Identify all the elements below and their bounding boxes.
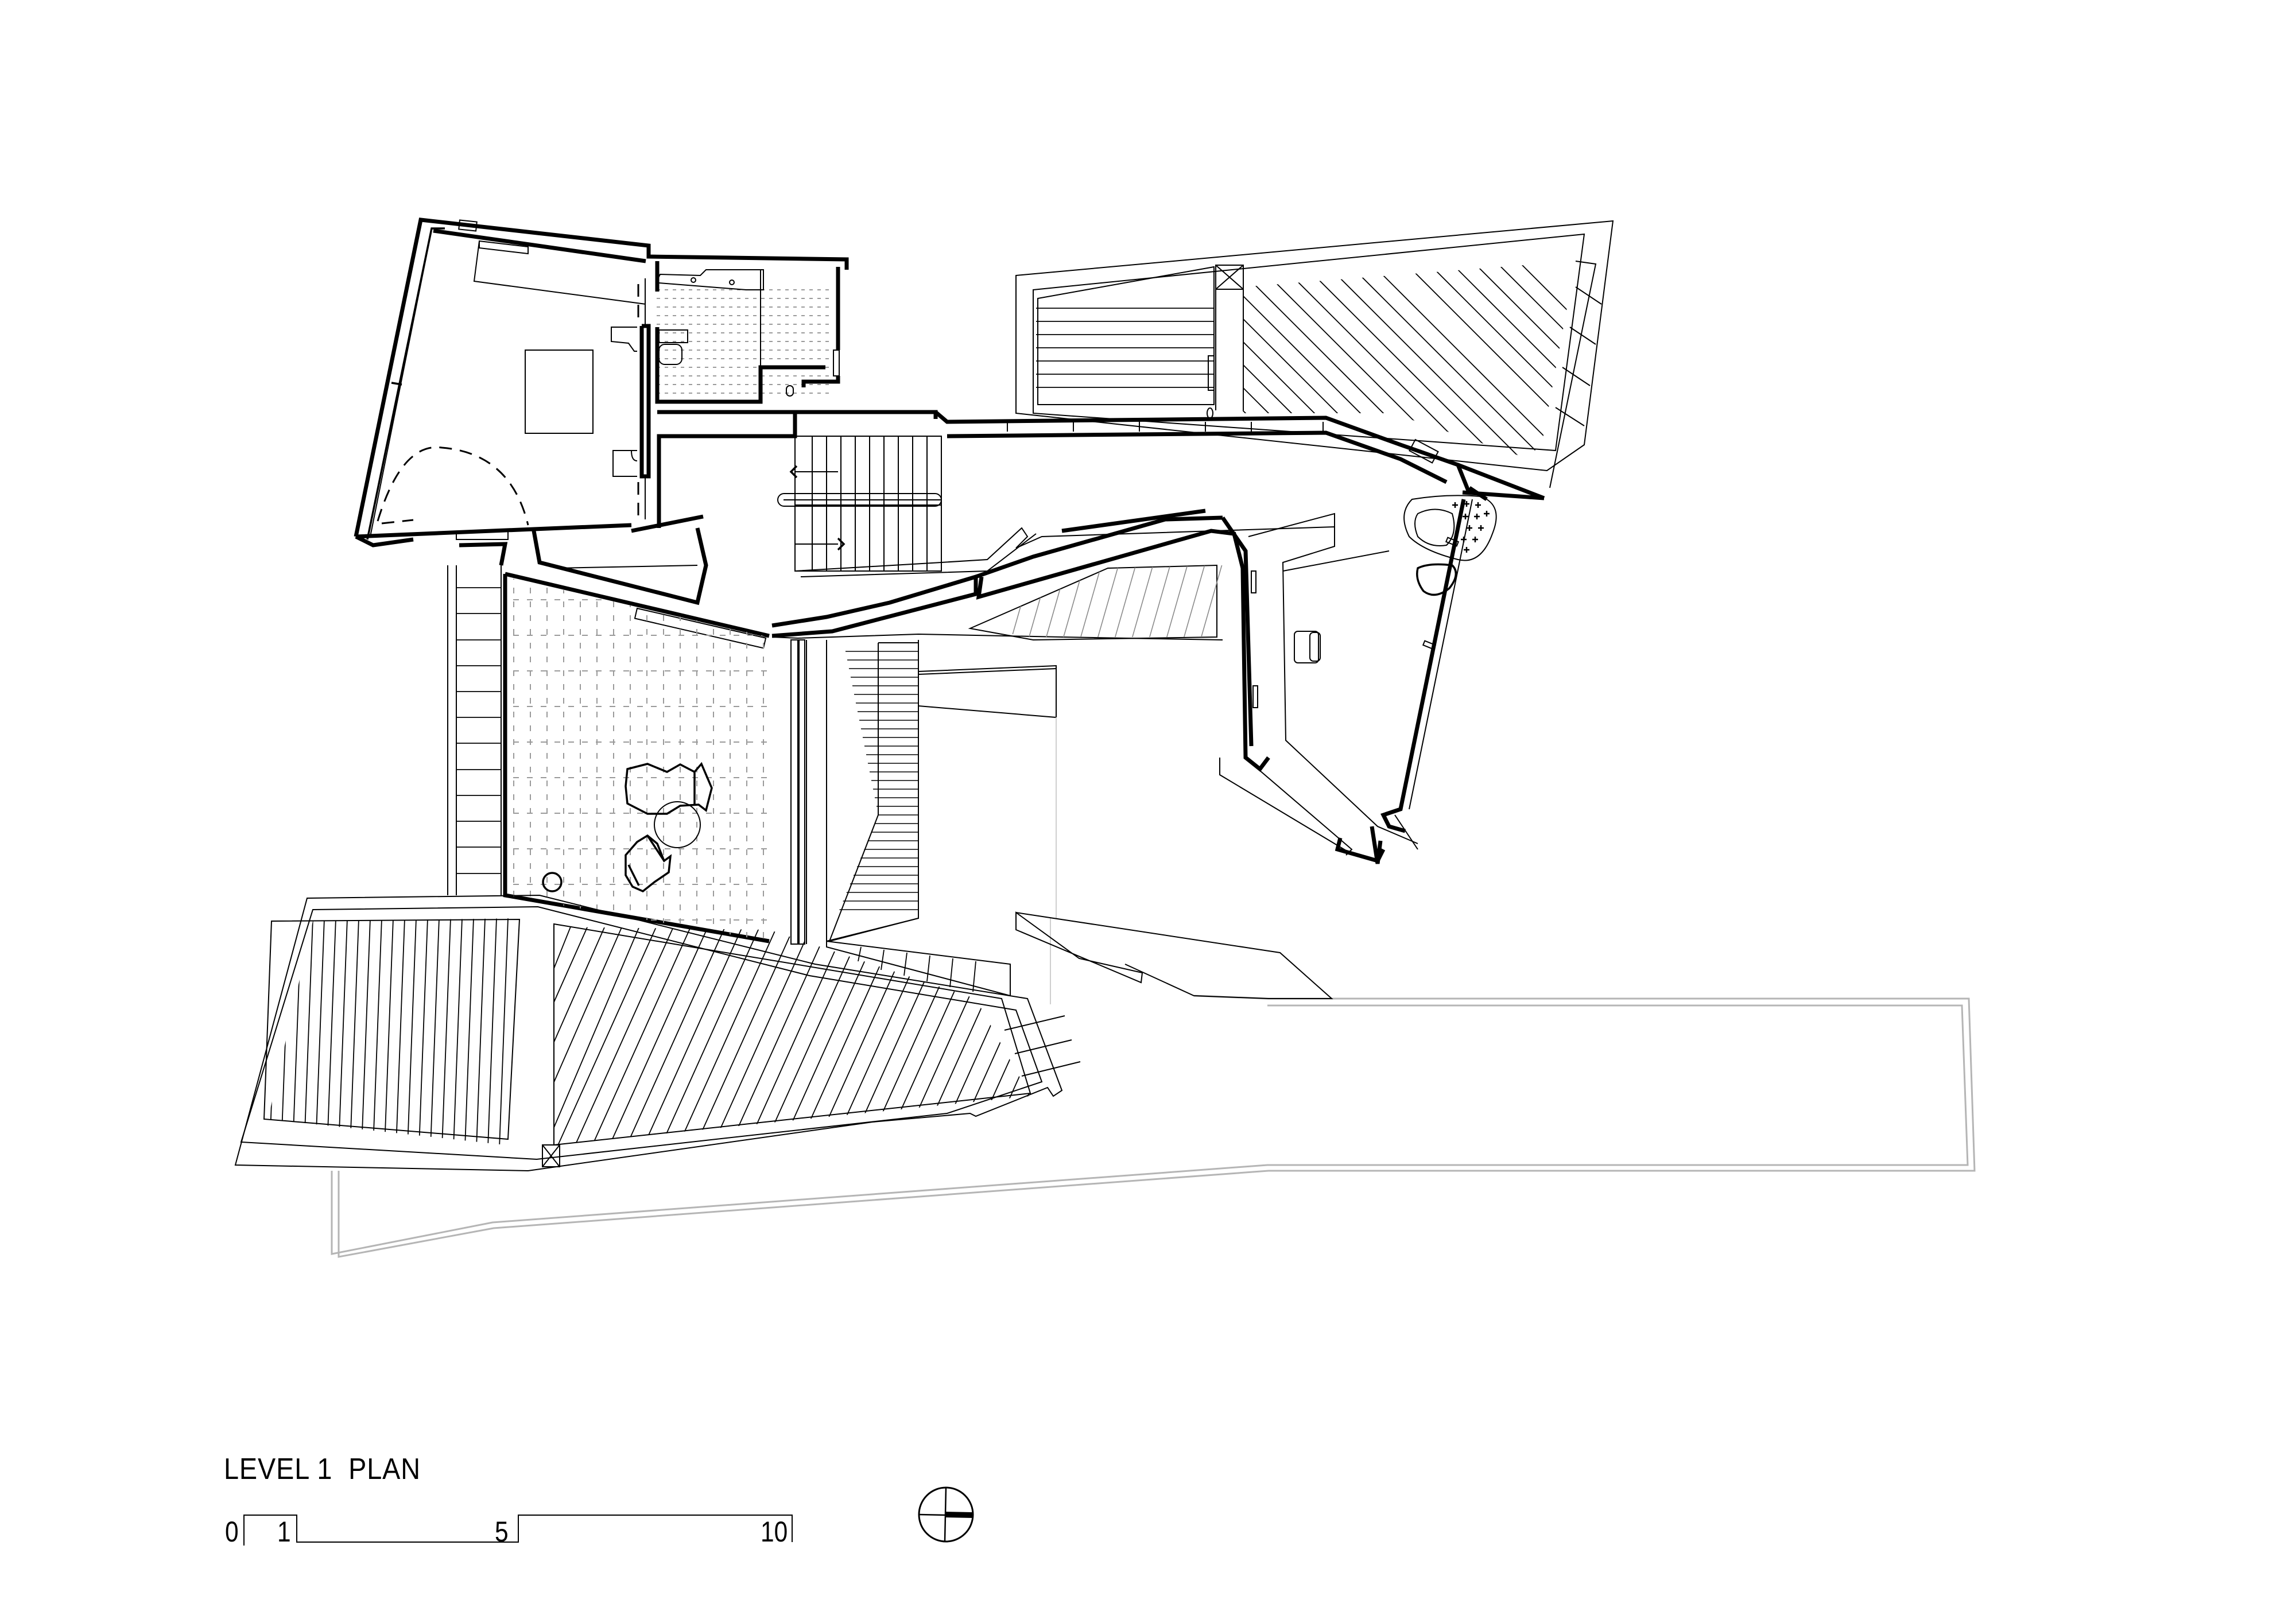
sculptural-seat-large — [1403, 495, 1497, 561]
west-balcony — [447, 542, 508, 895]
ensuite — [654, 261, 840, 404]
door-swing-arc — [377, 446, 529, 526]
scale-label-5: 5 — [495, 1516, 509, 1548]
scale-bar — [243, 1515, 793, 1546]
small-round-table — [542, 872, 563, 892]
site-boundary-lines — [331, 918, 1976, 1258]
central-structure — [771, 508, 1418, 945]
corridor-walls — [657, 410, 1545, 528]
scale-label-1: 1 — [277, 1516, 291, 1548]
scale-label-10: 10 — [761, 1516, 788, 1548]
armchair — [625, 834, 672, 893]
desk-chair — [1294, 631, 1319, 663]
bedroom-block — [354, 218, 849, 548]
north-arrow-circle-icon — [918, 1486, 974, 1543]
study-east-walls — [1380, 490, 1545, 850]
living-terrace — [503, 514, 770, 943]
drawing-title: LEVEL 1 PLAN — [224, 1453, 421, 1486]
toilet — [658, 344, 682, 365]
scale-label-0: 0 — [225, 1516, 239, 1548]
roof-deck-south — [234, 894, 1333, 1172]
stair — [777, 436, 942, 572]
bed — [525, 350, 594, 434]
sculptural-seat-small — [1416, 563, 1457, 596]
stair-up-arrow-icon — [789, 465, 798, 479]
lounge-chair — [625, 762, 713, 815]
cushion-cross-pattern — [1452, 501, 1490, 553]
round-side-table — [654, 801, 701, 848]
roof-deck-north — [1015, 220, 1614, 488]
stair-down-arrow-icon — [837, 537, 846, 551]
